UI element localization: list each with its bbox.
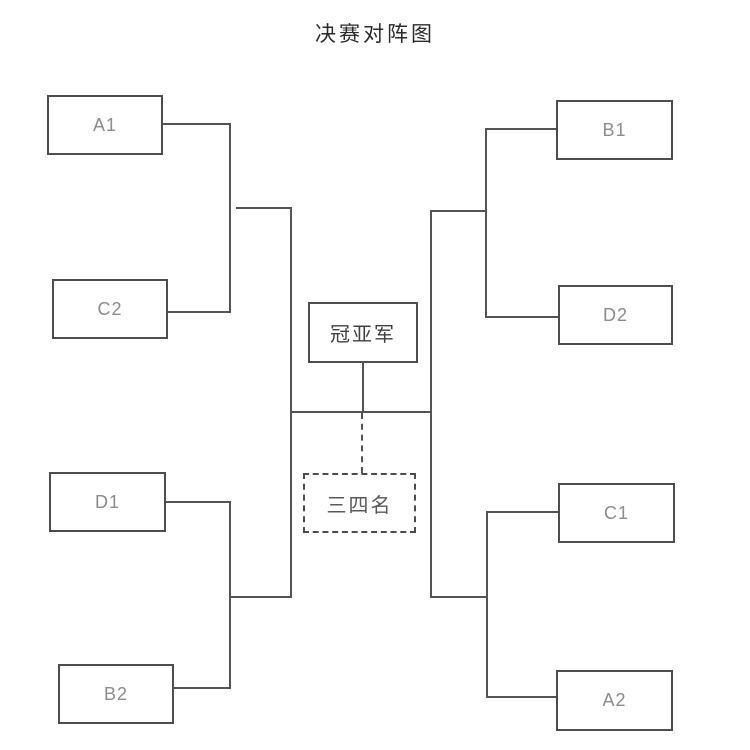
connector-b2-h [174,687,231,689]
connector-right-bottom-v [486,511,488,698]
team-slot-c2: C2 [52,279,168,339]
connector-d2-h [485,316,558,318]
connector-third-place-dashed-v [361,413,363,473]
connector-right-spine-v [430,210,432,598]
team-slot-c1: C1 [558,483,675,543]
connector-left-bottom-v [229,501,231,689]
connector-a2-h [486,696,556,698]
connector-left-spine-v [290,207,292,598]
diagram-title: 决赛对阵图 [315,22,435,46]
connector-right-top-v [485,128,487,318]
connector-right-top-stub [430,210,487,212]
connector-left-bottom-stub [229,596,292,598]
connector-d1-h [166,501,231,503]
connector-final-box-v [362,361,364,412]
connector-a1-h [163,123,231,125]
team-slot-b1: B1 [556,100,673,160]
connector-right-bottom-stub [432,596,488,598]
connector-c2-h [168,311,231,313]
team-slot-d2: D2 [558,285,673,345]
connector-b1-h [485,128,556,130]
team-slot-d1: D1 [49,472,166,532]
final-result-box: 冠亚军 [308,302,418,363]
team-slot-b2: B2 [58,664,174,724]
connector-left-top-stub [236,207,292,209]
team-slot-a2: A2 [556,670,673,731]
connector-c1-h [486,511,558,513]
third-place-box: 三四名 [303,473,416,533]
connector-left-top-v [229,123,231,313]
team-slot-a1: A1 [47,95,163,155]
connector-final-h [290,411,432,413]
